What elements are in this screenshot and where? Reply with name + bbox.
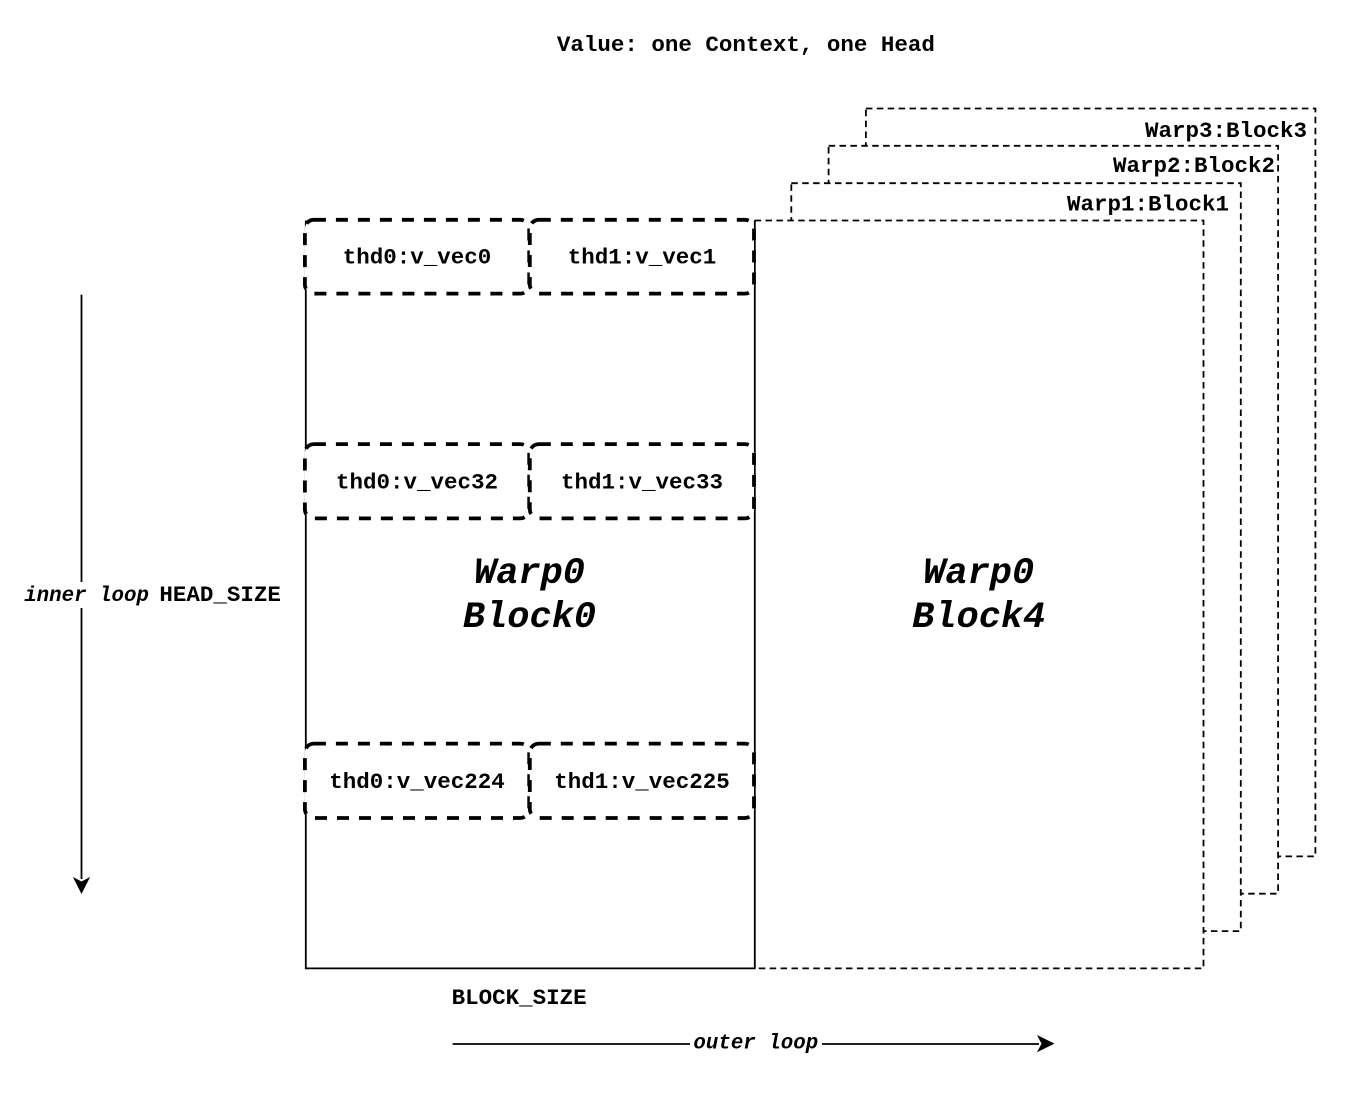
svg-text:inner loop: inner loop [24,585,149,608]
svg-text:BLOCK_SIZE: BLOCK_SIZE [452,985,587,1011]
svg-text:Warp2:Block2: Warp2:Block2 [1113,153,1275,179]
svg-text:outer loop: outer loop [693,1032,818,1055]
svg-text:thd1:v_vec225: thd1:v_vec225 [554,769,730,795]
svg-text:Warp1:Block1: Warp1:Block1 [1067,191,1229,217]
svg-text:Value: one Context, one Head: Value: one Context, one Head [557,32,935,58]
svg-text:Warp3:Block3: Warp3:Block3 [1145,118,1307,144]
svg-text:thd0:v_vec224: thd0:v_vec224 [329,769,505,795]
svg-text:thd0:v_vec0: thd0:v_vec0 [343,245,492,271]
svg-text:Warp0: Warp0 [474,553,585,595]
svg-text:thd0:v_vec32: thd0:v_vec32 [336,470,498,496]
svg-text:Block4: Block4 [912,597,1045,639]
svg-text:Warp0: Warp0 [923,553,1034,595]
svg-text:HEAD_SIZE: HEAD_SIZE [159,582,281,608]
svg-text:thd1:v_vec1: thd1:v_vec1 [568,245,717,271]
svg-text:Block0: Block0 [463,597,596,639]
svg-text:thd1:v_vec33: thd1:v_vec33 [561,470,723,496]
